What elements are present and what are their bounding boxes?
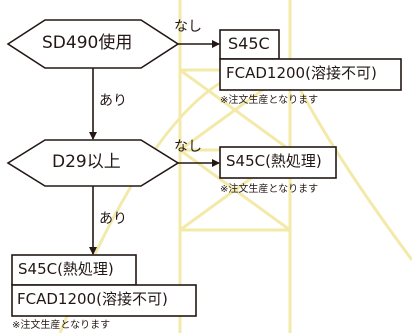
result-r3-box-top	[11, 254, 137, 286]
result-r1-note: ※注文生産となります	[220, 95, 319, 106]
edge-d2-yes-label: あり	[99, 211, 127, 227]
edge-d1-no-label: なし	[174, 19, 202, 35]
result-r2-box	[219, 146, 337, 179]
result-r1-box-top	[219, 29, 280, 60]
result-r1-box-bottom	[219, 58, 402, 91]
result-r3-note: ※注文生産となります	[12, 320, 111, 331]
decision-sd490-label: SD490使用	[42, 33, 133, 53]
result-r1-line2: FCAD1200(溶接不可)	[226, 64, 377, 82]
result-r2-note: ※注文生産となります	[220, 184, 319, 195]
result-r3-line1: S45C(熱処理)	[18, 260, 114, 278]
edge-d2-no-label: なし	[174, 139, 202, 155]
result-r2-line1: S45C(熱処理)	[226, 152, 322, 170]
result-r1-line1: S45C	[228, 34, 270, 53]
edge-d1-yes-label: あり	[99, 93, 127, 109]
result-r3-line2: FCAD1200(溶接不可)	[17, 290, 168, 308]
decision-d29-label: D29以上	[52, 152, 121, 172]
result-r3-box-bottom	[11, 284, 197, 317]
